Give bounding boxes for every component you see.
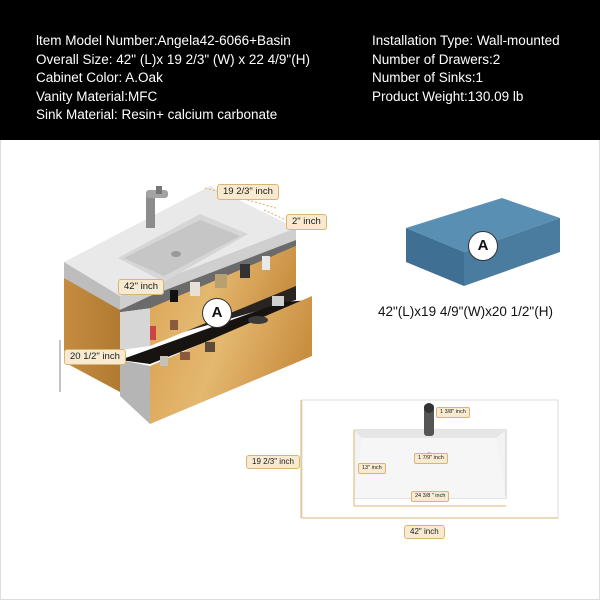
bottom-drawer-front	[150, 296, 312, 424]
box-front	[406, 228, 464, 286]
faucet-hole-label: 1 3/8" inch	[436, 407, 470, 418]
top-drawer-front	[150, 246, 296, 346]
basin-length-label: 42" inch	[404, 525, 445, 539]
spec-overall-size: Overall Size: 42" (L)x 19 2/3" (W) x 22 …	[36, 51, 310, 67]
vanity-illustration	[59, 186, 312, 424]
spec-drawer-count: Number of Drawers:2	[372, 51, 501, 67]
spec-banner: ltem Model Number:Angela42-6066+Basin Ov…	[0, 0, 600, 140]
bowl-width-label: 24 3/8 " inch	[411, 491, 450, 502]
spec-column-left: ltem Model Number:Angela42-6066+Basin Ov…	[36, 32, 310, 125]
top-drawer-box	[120, 308, 150, 350]
bowl-depth-label: 13" inch	[358, 463, 386, 474]
spec-installation-type: Installation Type: Wall-mounted	[372, 33, 560, 48]
spec-vanity-material: Vanity Material:MFC	[36, 88, 158, 104]
box-marker-a: A	[468, 231, 498, 261]
drain	[171, 251, 181, 257]
box-dimensions: 42"(L)x19 4/9"(W)x20 1/2"(H)	[378, 304, 553, 319]
package-box-illustration	[406, 198, 560, 286]
vanity-marker-a: A	[202, 298, 232, 328]
spec-column-right: Installation Type: Wall-mounted Number o…	[372, 32, 560, 106]
basin-width-label: 19 2/3" inch	[246, 455, 300, 469]
vanity-top-thickness-label: 2" inch	[286, 214, 327, 230]
bottom-drawer-side	[120, 360, 150, 424]
spec-sink-count: Number of Sinks:1	[372, 70, 484, 85]
spec-sink-material: Sink Material: Resin+ calcium carbonate	[36, 107, 278, 122]
bottom-drawer-interior	[120, 300, 312, 364]
spec-model-number: ltem Model Number:Angela42-6066+Basin	[36, 33, 291, 48]
box-top	[406, 198, 560, 252]
spec-product-weight: Product Weight:130.09 lb	[372, 88, 524, 104]
spec-cabinet-color: Cabinet Color: A.Oak	[36, 70, 163, 85]
faucet	[146, 194, 155, 228]
drain-label: 1 7/9" inch	[414, 453, 448, 464]
box-side	[464, 218, 560, 286]
vanity-height-label: 20 1/2" inch	[64, 349, 126, 365]
vanity-depth-label: 19 2/3" inch	[217, 184, 279, 200]
vanity-length-label: 42" inch	[118, 279, 165, 295]
countertop-side-edge	[64, 262, 120, 310]
